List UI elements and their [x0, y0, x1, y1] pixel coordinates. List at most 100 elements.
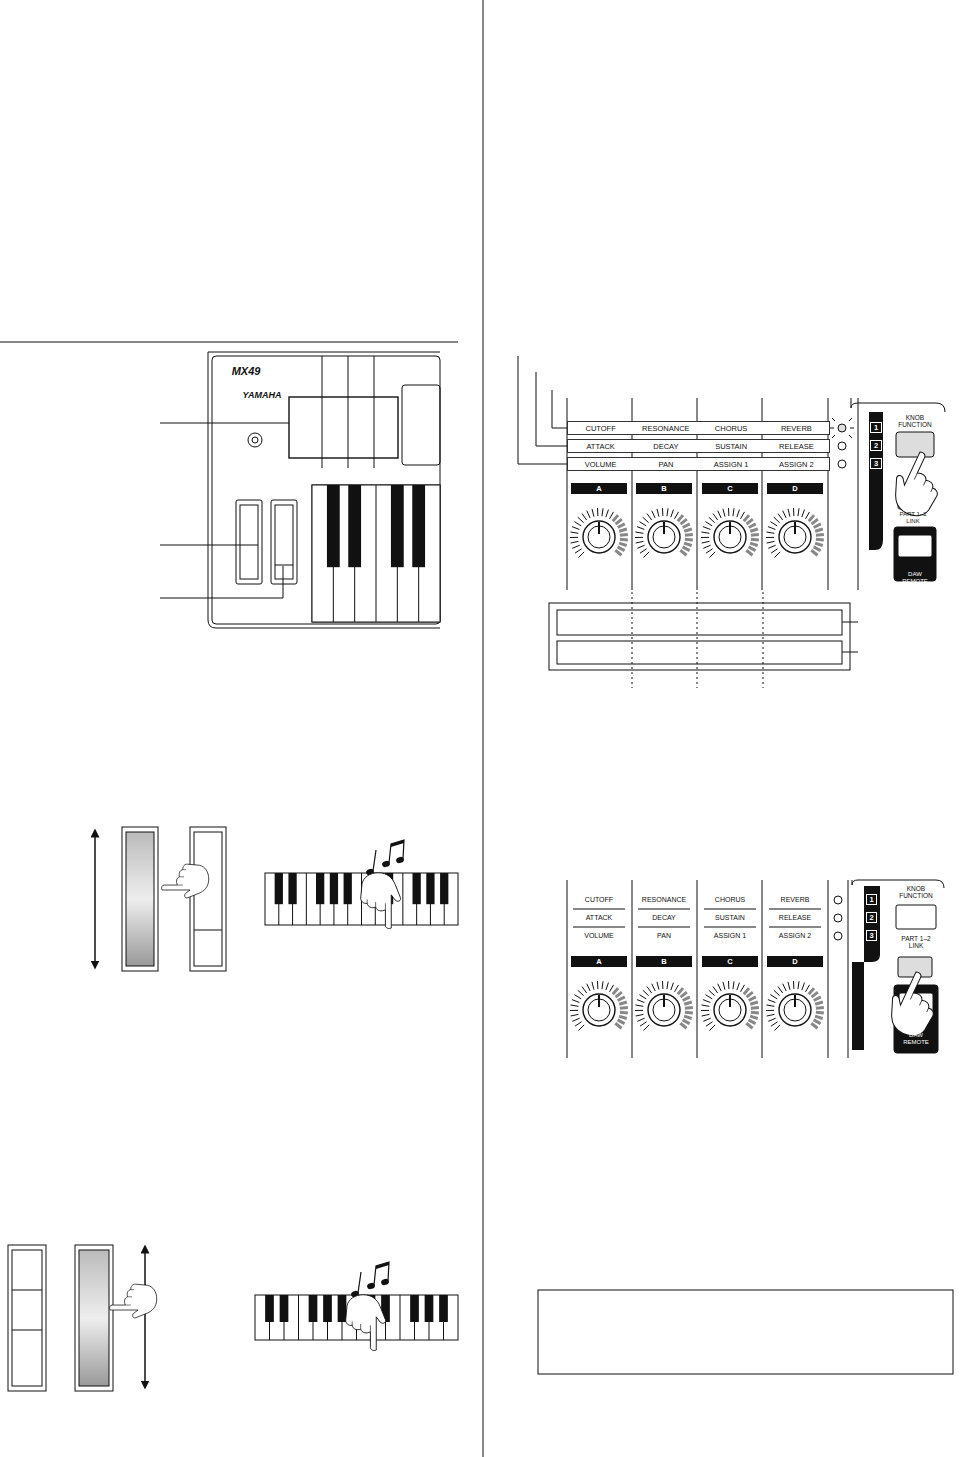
black-key — [391, 485, 404, 567]
knob-tick — [572, 1000, 579, 1003]
function-name: PAN — [633, 932, 695, 940]
button-label: DAW REMOTE — [895, 571, 935, 584]
node-text: D — [792, 484, 797, 493]
row-rule — [573, 927, 625, 928]
knob-tick — [767, 541, 775, 543]
button-label: KNOB FUNCTION — [893, 414, 937, 428]
knob-tick — [701, 532, 709, 533]
knob-tick — [766, 537, 774, 538]
knob-tick — [737, 510, 740, 518]
knob-pointer — [729, 522, 731, 534]
node-text: RELEASE — [764, 442, 829, 451]
knob-tick — [640, 549, 647, 553]
knob-tick — [575, 1022, 582, 1026]
knob-tick — [749, 524, 756, 528]
knob-tick — [751, 533, 759, 537]
knob-tick — [713, 987, 718, 993]
knob-tick — [587, 984, 590, 991]
knob-tick — [815, 1016, 823, 1018]
knob — [648, 994, 680, 1026]
knob-tick — [806, 512, 810, 519]
knob-tick — [705, 995, 712, 999]
function-number: 1 — [870, 422, 882, 433]
knob-tick — [741, 512, 745, 519]
knob-tick — [572, 545, 579, 548]
knob — [648, 521, 680, 553]
node-text: A — [596, 484, 601, 493]
knob-tick — [728, 508, 729, 516]
knob-tick — [771, 549, 778, 553]
knob-pointer — [794, 522, 796, 534]
knob-tick — [618, 547, 625, 551]
function-name: VOLUME — [568, 932, 630, 940]
knob-tick — [778, 987, 783, 993]
knob-tick — [816, 538, 824, 542]
knob-tick — [620, 1006, 628, 1010]
knob-tick — [814, 524, 821, 528]
knob-tick — [675, 512, 679, 519]
node-text: 3 — [869, 931, 873, 940]
knob-tick — [662, 981, 663, 989]
knob-tick — [578, 990, 584, 995]
knob-tick — [768, 545, 775, 548]
knob-tick — [701, 1005, 709, 1006]
knob-pointer — [598, 995, 600, 1007]
knob-tick — [814, 997, 821, 1001]
knob-tick — [678, 988, 683, 994]
keyboard — [312, 485, 440, 622]
knob-pointer — [663, 522, 665, 534]
knob-tick — [592, 509, 594, 517]
knob-tick — [701, 1010, 709, 1011]
knob-tick — [703, 545, 710, 548]
knob-tick — [737, 983, 740, 991]
knob-tick — [613, 988, 618, 994]
knob-tick — [575, 549, 582, 553]
knob-tick — [788, 982, 790, 990]
knob-pointer — [663, 995, 665, 1007]
knob-tick — [768, 1018, 775, 1021]
node-text: SUSTAIN — [699, 442, 764, 451]
knob-tick — [619, 1016, 627, 1018]
knob-tick — [815, 529, 823, 531]
knob-tick — [570, 1005, 578, 1006]
knob-tick — [619, 543, 627, 545]
knob-tick — [809, 988, 814, 994]
knob-tab: C — [702, 483, 758, 494]
knob-tick — [802, 983, 805, 991]
knob-tick — [816, 1006, 824, 1010]
knob-tick — [703, 527, 710, 530]
knob — [714, 521, 746, 553]
knob-tick — [774, 517, 780, 522]
knob-tick — [750, 1016, 758, 1018]
knob-tick — [793, 981, 794, 989]
knob-tick — [680, 1023, 686, 1028]
node-text: DECAY — [633, 442, 698, 451]
key-edge — [298, 1295, 299, 1340]
knob-tick — [635, 1005, 643, 1006]
knob-tick — [778, 514, 783, 520]
node-text: A — [596, 957, 601, 966]
knob-tick — [798, 508, 799, 516]
function-strip: ATTACKDECAYSUSTAINRELEASE — [567, 439, 830, 453]
function-name: CUTOFF — [568, 896, 630, 904]
black-key — [330, 873, 338, 904]
knob-tick — [793, 508, 794, 516]
knob-tick — [574, 995, 581, 999]
knob-tick — [578, 1025, 584, 1031]
function-name: CHORUS — [699, 896, 761, 904]
black-key — [280, 1295, 289, 1322]
knob-tick — [685, 533, 693, 537]
knob-tick — [733, 508, 734, 516]
knob — [779, 994, 811, 1026]
knob-tick — [684, 529, 692, 531]
black-key — [426, 873, 434, 904]
node-text: RESONANCE — [633, 424, 698, 433]
knob-tick — [570, 1010, 578, 1011]
knob-tick — [635, 537, 643, 538]
node-text: 1 — [874, 423, 878, 432]
knob-tick — [570, 532, 578, 533]
node-text: 3 — [874, 459, 878, 468]
node-text: 1 — [869, 895, 873, 904]
knob-tick — [635, 1010, 643, 1011]
knob-tick — [709, 517, 715, 522]
